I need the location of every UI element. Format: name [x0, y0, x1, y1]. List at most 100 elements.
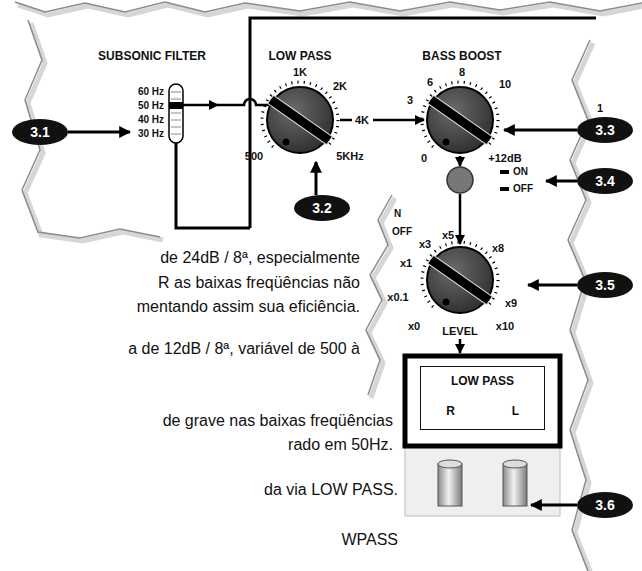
- body-text: WPASS: [341, 531, 398, 549]
- dial-mark: x9: [505, 297, 517, 310]
- body-text: da via LOW PASS.: [264, 481, 398, 499]
- node-title: LOW PASS: [451, 374, 514, 388]
- signal-arrow: [373, 119, 424, 122]
- signal-arrow: [459, 339, 462, 353]
- section-heading: BASS BOOST: [422, 50, 501, 64]
- switch-state: ON: [513, 166, 528, 178]
- dial-mark: +12dB: [488, 152, 521, 165]
- node-title: 3.5: [595, 277, 614, 293]
- body-text: mentando assim sua eficiência.: [137, 298, 360, 316]
- dial-mark: 5KHz: [336, 150, 364, 163]
- slider-control: [171, 127, 181, 128]
- section-heading: LOW PASS: [268, 50, 331, 64]
- torn-edge: [18, 5, 642, 571]
- dial-mark: 500: [245, 150, 263, 163]
- torn-edge: [15, 2, 642, 571]
- push-button: [447, 167, 509, 193]
- leader-arrow: [504, 129, 577, 132]
- signal-arrow: [459, 194, 462, 244]
- slider-control: [171, 134, 181, 135]
- scale-mark: 40 Hz: [138, 114, 164, 126]
- dial-mark: 10: [499, 78, 511, 91]
- scale-mark: 60 Hz: [138, 86, 164, 98]
- output-frame: [405, 356, 560, 446]
- slider-control: [171, 120, 181, 121]
- leader-arrow: [528, 284, 577, 287]
- dial-mark: 1: [597, 102, 603, 115]
- push-button: [447, 167, 473, 193]
- dial-mark: x0.1: [387, 291, 408, 304]
- section-heading: SUBSONIC FILTER: [98, 50, 206, 64]
- channel-label: L: [512, 404, 519, 418]
- level-knob: [422, 242, 498, 313]
- scale-mark: 30 Hz: [138, 128, 164, 140]
- dial-mark: 4K: [355, 114, 369, 127]
- torn-edge: [15, 2, 642, 571]
- signal-arrow: [340, 119, 352, 122]
- dial-mark: 1K: [293, 66, 307, 79]
- body-text: rado em 50Hz.: [288, 436, 393, 454]
- leader-arrow: [68, 130, 577, 505]
- dial-mark: 6: [427, 76, 433, 89]
- dial-mark: 2K: [333, 80, 347, 93]
- node-title: 3.6: [595, 497, 614, 513]
- callout-number: 3.3: [577, 117, 633, 143]
- body-text: de grave nas baixas freqüências: [163, 412, 393, 430]
- output-frame: [503, 464, 527, 506]
- scale-mark: 50 Hz: [138, 100, 164, 112]
- channel-label: R: [446, 404, 455, 418]
- push-button: [500, 187, 509, 191]
- output-frame: [438, 460, 462, 468]
- slider-control: [171, 99, 181, 100]
- callout-number: 3.1: [12, 119, 68, 145]
- leader-arrow: [546, 180, 577, 183]
- dial-mark: x8: [492, 242, 504, 255]
- body-text: R as baixas freqüências não: [158, 274, 360, 292]
- output-panel: LOW PASS R L: [420, 366, 545, 430]
- dial-mark: x10: [496, 320, 514, 333]
- signal-wire: [250, 18, 596, 228]
- callout-number: 3.4: [577, 168, 633, 194]
- node-title: 3.4: [595, 173, 614, 189]
- output-frame: [438, 464, 462, 506]
- slider-control: [169, 84, 183, 143]
- dial-mark: x1: [400, 257, 412, 270]
- output-frame: [503, 460, 527, 468]
- switch-state: OFF: [392, 226, 412, 238]
- slider-control: [169, 102, 183, 109]
- signal-arrow: [459, 156, 462, 166]
- dial-mark: x5: [442, 229, 454, 242]
- section-heading: LEVEL: [442, 325, 477, 338]
- signal-arrow: [218, 99, 270, 105]
- slider-control: [171, 92, 181, 134]
- bass-boost-knob: [422, 82, 498, 153]
- slider-control: [169, 84, 183, 143]
- push-button: [500, 170, 509, 174]
- slider-control: [171, 113, 181, 114]
- slider-control: [171, 92, 181, 93]
- dial-mark: x3: [419, 238, 431, 251]
- signal-wire: [176, 143, 250, 228]
- signal-wire: [176, 18, 596, 228]
- leader-arrow: [531, 504, 577, 507]
- body-text: de 24dB / 8ª, especialmente: [160, 249, 360, 267]
- dial-mark: 3: [407, 94, 413, 107]
- node-title: 3.1: [30, 124, 49, 140]
- dial-mark: 8: [459, 66, 465, 79]
- switch-state: OFF: [513, 183, 533, 195]
- node-title: 3.2: [312, 200, 331, 216]
- signal-arrow: [183, 104, 218, 107]
- dial-mark: x0: [408, 320, 420, 333]
- leader-arrow: [315, 162, 318, 195]
- callout-number: 3.2: [294, 195, 350, 221]
- dial-mark: 0: [421, 152, 427, 165]
- torn-edge: [18, 5, 642, 15]
- body-text: a de 12dB / 8ª, variável de 500 à: [128, 340, 360, 358]
- output-frame: [405, 356, 560, 516]
- torn-edge: [15, 2, 642, 12]
- node-title: 3.3: [595, 122, 614, 138]
- callout-number: 3.6: [577, 492, 633, 518]
- callout-number: 3.5: [577, 272, 633, 298]
- low-pass-knob: [262, 82, 338, 153]
